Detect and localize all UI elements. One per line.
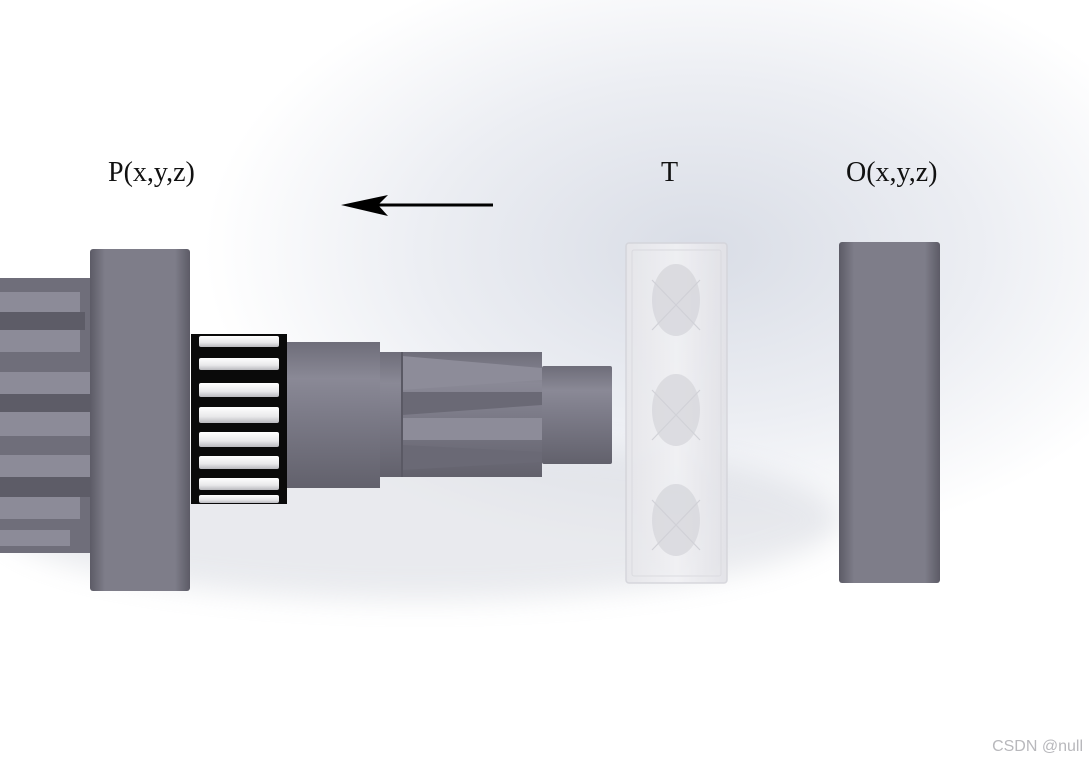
outer-ring [839,242,940,583]
shaft-section [287,342,380,488]
label-transform: T [661,157,679,188]
watermark: CSDN @null [992,738,1083,755]
gear-part [0,278,95,553]
label-start-point: P(x,y,z) [108,157,195,188]
transparent-bearing [625,242,728,584]
needle-bearing [191,334,287,504]
spline-section [380,352,542,477]
shaft-collar [90,249,190,591]
label-origin-point: O(x,y,z) [846,157,938,188]
direction-arrow [341,195,493,216]
shaft-end [542,366,612,464]
